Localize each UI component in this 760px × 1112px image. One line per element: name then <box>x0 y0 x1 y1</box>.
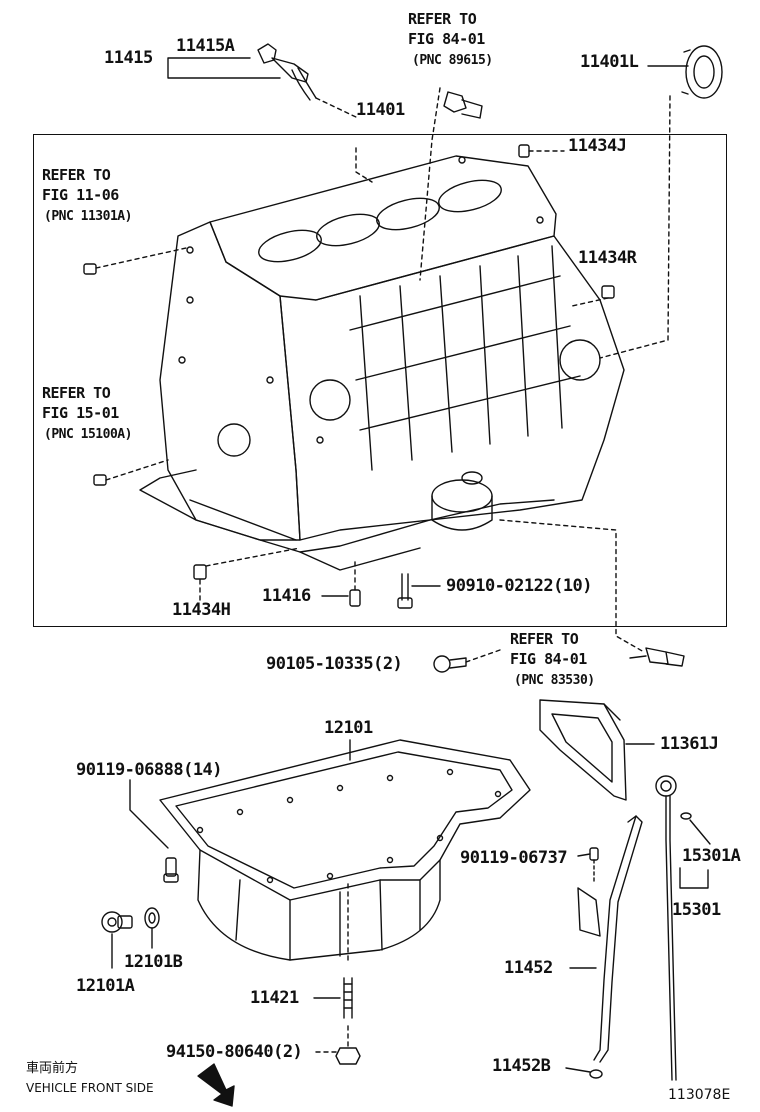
label-11434R[interactable]: 11434R <box>578 248 637 268</box>
label-12101A[interactable]: 12101A <box>76 976 135 996</box>
ref-89615-line3: (PNC 89615) <box>412 53 493 68</box>
label-94150[interactable]: 94150-80640(2) <box>166 1042 303 1062</box>
label-15301[interactable]: 15301 <box>672 900 721 920</box>
label-90119-06888[interactable]: 90119-06888(14) <box>76 760 223 780</box>
label-11361J[interactable]: 11361J <box>660 734 719 754</box>
nut-94150-icon <box>335 1047 361 1065</box>
ref-15100A-line1: REFER TO <box>42 384 111 402</box>
oil-seal-icon <box>681 45 723 99</box>
label-11416[interactable]: 11416 <box>262 586 311 606</box>
leader-15301 <box>679 867 709 889</box>
oil-strainer-icon <box>539 699 627 801</box>
ref-11301A-line3: (PNC 11301A) <box>44 209 132 224</box>
label-11401[interactable]: 11401 <box>356 100 405 120</box>
knock-sensor-icon <box>443 91 483 119</box>
ref-89615-line1: REFER TO <box>408 10 477 28</box>
leader-15301A <box>689 819 711 845</box>
stud-11421-icon <box>343 879 353 1019</box>
block-assembly-frame <box>33 134 727 627</box>
oil-pressure-sensor-icon <box>645 647 685 667</box>
bolt-90119-06888-icon <box>163 857 179 883</box>
label-12101B[interactable]: 12101B <box>124 952 183 972</box>
label-11401L[interactable]: 11401L <box>580 52 639 72</box>
leader-11401 <box>315 97 373 183</box>
ref-83530-line2[interactable]: FIG 84-01 <box>510 650 587 668</box>
leader-sensor-89615 <box>419 87 441 281</box>
leader-90105 <box>465 649 501 663</box>
leader-plug-left-1 <box>95 247 187 269</box>
ref-11301A-line2[interactable]: FIG 11-06 <box>42 186 119 204</box>
plug-left-1-icon <box>83 263 97 275</box>
leader-90119a <box>129 779 169 849</box>
ref-83530-line3: (PNC 83530) <box>514 673 595 688</box>
oil-pan-icon <box>159 739 531 961</box>
ref-89615-line2[interactable]: FIG 84-01 <box>408 30 485 48</box>
stud-11416-icon <box>349 559 361 607</box>
label-15301A[interactable]: 15301A <box>682 846 741 866</box>
figure-id: 113078E <box>668 1087 731 1103</box>
leader-11434H <box>199 547 301 601</box>
label-11452B[interactable]: 11452B <box>492 1056 551 1076</box>
label-11415A[interactable]: 11415A <box>176 36 235 56</box>
bolt-90119-06737-icon <box>589 847 599 885</box>
label-90119-06737[interactable]: 90119-06737 <box>460 848 568 868</box>
leader-seal <box>599 95 671 359</box>
leader-plug-left-2 <box>105 459 169 481</box>
ref-11301A-line1: REFER TO <box>42 166 111 184</box>
label-11421[interactable]: 11421 <box>250 988 299 1008</box>
label-11434H[interactable]: 11434H <box>172 600 231 620</box>
front-side-jp: 車両前方 <box>26 1061 79 1076</box>
label-11434J[interactable]: 11434J <box>568 136 627 156</box>
leader-11434R <box>571 297 609 307</box>
label-12101[interactable]: 12101 <box>324 718 373 738</box>
label-90910[interactable]: 90910-02122(10) <box>446 576 593 596</box>
gasket-icon <box>144 907 160 929</box>
plug-11434H-icon <box>193 564 207 580</box>
leader-11452B <box>565 1067 591 1073</box>
leader-94150 <box>315 1025 349 1053</box>
label-11415[interactable]: 11415 <box>104 48 153 68</box>
ref-15100A-line2[interactable]: FIG 15-01 <box>42 404 119 422</box>
leader-11415 <box>167 57 281 79</box>
dipstick-icon <box>655 775 677 1081</box>
dipstick-seal-icon <box>680 812 692 820</box>
ref-15100A-line3: (PNC 15100A) <box>44 427 132 442</box>
leader-90119b <box>577 853 591 857</box>
front-arrow-icon <box>197 1063 235 1107</box>
bolt-90910-icon <box>397 573 413 609</box>
o-ring-icon <box>589 1069 603 1079</box>
dipstick-guide-icon <box>577 815 643 1063</box>
leader-sensor-83530 <box>629 655 647 659</box>
bolt-90105-icon <box>433 655 467 673</box>
label-90105[interactable]: 90105-10335(2) <box>266 654 403 674</box>
front-side-en: VEHICLE FRONT SIDE <box>26 1081 154 1095</box>
ref-83530-line1: REFER TO <box>510 630 579 648</box>
drain-plug-icon <box>101 911 133 933</box>
leader-filter <box>499 519 645 653</box>
oil-pressure-switch-icon <box>257 43 317 101</box>
cylinder-block-icon <box>139 155 625 571</box>
label-11452[interactable]: 11452 <box>504 958 553 978</box>
